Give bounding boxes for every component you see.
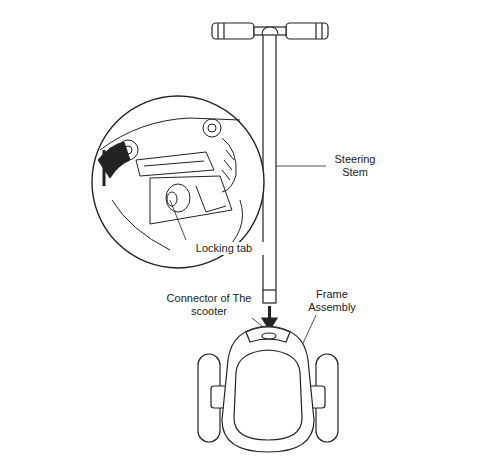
right-grip [286, 23, 328, 39]
part-label: Frame Assembly [300, 288, 364, 314]
part-label: Locking tab [183, 242, 265, 255]
part-label: Connector of The scooter [160, 292, 258, 318]
leader-line [276, 166, 326, 167]
stem-label: Steering Stem [328, 153, 382, 179]
left-grip [212, 23, 254, 39]
frame-assembly [222, 326, 314, 452]
handlebar-bar [254, 27, 286, 35]
steering-stem [263, 35, 276, 303]
detail-circle [92, 96, 264, 268]
